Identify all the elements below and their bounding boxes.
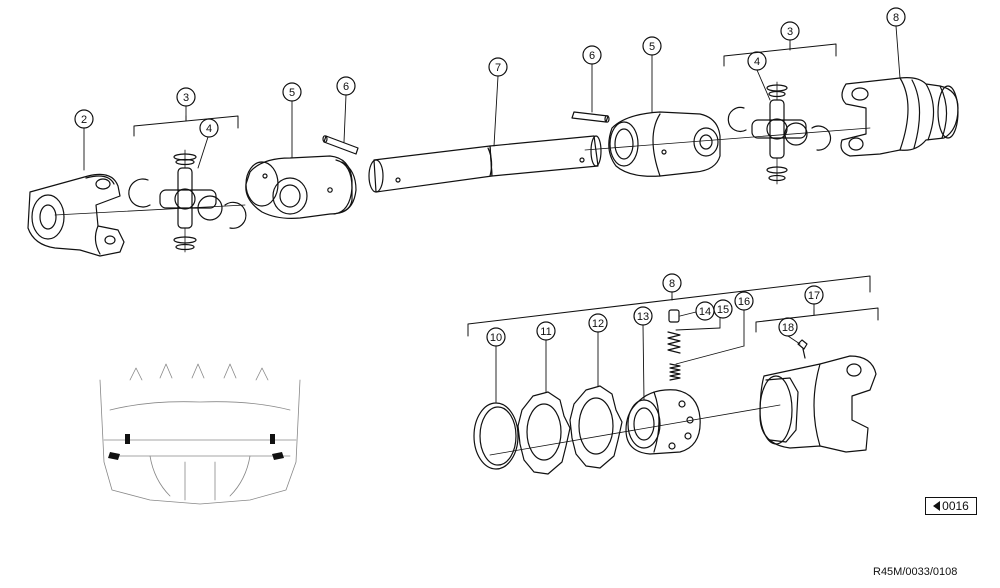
assembly-inset-sketch (99, 363, 301, 505)
bracket-group-8 (467, 275, 871, 337)
bracket-group-3-right (723, 43, 837, 67)
callout-label: 10 (490, 332, 502, 344)
grease-nipple-part-18[interactable] (797, 339, 808, 359)
plug-part-14[interactable] (668, 309, 680, 323)
callout-label: 6 (343, 81, 349, 93)
callout-label: 3 (183, 92, 189, 104)
cross-spider-right[interactable] (751, 81, 808, 185)
circlip-right-b[interactable] (811, 125, 832, 151)
callout-14: 14 (695, 301, 715, 321)
callout-13: 13 (633, 306, 653, 326)
yoke-part-2[interactable] (27, 173, 125, 257)
callout-label: 2 (81, 114, 87, 126)
spring-pin-left-part-6[interactable] (322, 135, 359, 155)
callout-label: 8 (669, 278, 675, 290)
clutch-hub-part-13[interactable] (625, 389, 701, 455)
callout-label: 14 (699, 306, 711, 318)
drawing-reference: R45M/0033/0108 (873, 566, 958, 578)
callout-4-right: 4 (747, 51, 767, 71)
callout-label: 17 (808, 290, 820, 302)
callout-label: 4 (206, 123, 212, 135)
leader-lines (83, 25, 901, 403)
callout-5-right: 5 (642, 36, 662, 56)
callout-16: 16 (734, 291, 754, 311)
page-reference-button[interactable]: 0016 (925, 497, 977, 515)
callout-2: 2 (74, 109, 94, 129)
outer-yoke-clutch-part-8[interactable] (840, 77, 959, 157)
callout-label: 15 (717, 304, 729, 316)
callout-17: 17 (804, 285, 824, 305)
circlip-part-10[interactable] (473, 402, 519, 470)
friction-disc-part-11[interactable] (517, 391, 571, 475)
callout-11: 11 (536, 321, 556, 341)
callout-label: 18 (782, 322, 794, 334)
callout-3-right: 3 (780, 21, 800, 41)
callout-label: 6 (589, 50, 595, 62)
callout-label: 5 (649, 41, 655, 53)
tube-part-7[interactable] (368, 135, 602, 193)
bracket-group-3-left (133, 115, 239, 137)
callout-label: 5 (289, 87, 295, 99)
inner-yoke-right-part-5[interactable] (608, 111, 721, 177)
callout-3-left: 3 (176, 87, 196, 107)
callout-6-left: 6 (336, 76, 356, 96)
callout-label: 13 (637, 311, 649, 323)
inner-yoke-left-part-5[interactable] (245, 155, 357, 219)
circlip-left-a[interactable] (128, 178, 151, 208)
callout-label: 16 (738, 296, 750, 308)
callout-7: 7 (488, 57, 508, 77)
callout-label: 8 (893, 12, 899, 24)
circlip-left-b[interactable] (224, 201, 247, 229)
friction-disc-part-12[interactable] (569, 385, 623, 469)
bracket-group-17 (755, 307, 879, 333)
callout-6-right: 6 (582, 45, 602, 65)
callout-4-left: 4 (199, 118, 219, 138)
cross-spider-left[interactable] (159, 149, 223, 253)
callout-10: 10 (486, 327, 506, 347)
spring-pin-right-part-6[interactable] (571, 111, 610, 123)
callout-15: 15 (713, 299, 733, 319)
callout-8-bottom: 8 (662, 273, 682, 293)
callout-18: 18 (778, 317, 798, 337)
clutch-yoke-part-17[interactable] (759, 355, 877, 453)
spring-part-15[interactable] (667, 331, 681, 354)
callout-label: 11 (540, 326, 551, 338)
callout-12: 12 (588, 313, 608, 333)
callout-label: 4 (754, 56, 760, 68)
callout-label: 12 (592, 318, 604, 330)
circlip-right-a[interactable] (727, 106, 747, 133)
callout-label: 7 (495, 62, 501, 74)
inset-seal-marks (108, 434, 284, 460)
callout-5-left: 5 (282, 82, 302, 102)
shaft-axis-line (54, 127, 871, 456)
callout-label: 3 (787, 26, 793, 38)
back-arrow-icon (933, 501, 941, 511)
ball-part-16[interactable] (669, 363, 681, 381)
page-code-label: 0016 (942, 499, 969, 513)
callout-8-top: 8 (886, 7, 906, 27)
